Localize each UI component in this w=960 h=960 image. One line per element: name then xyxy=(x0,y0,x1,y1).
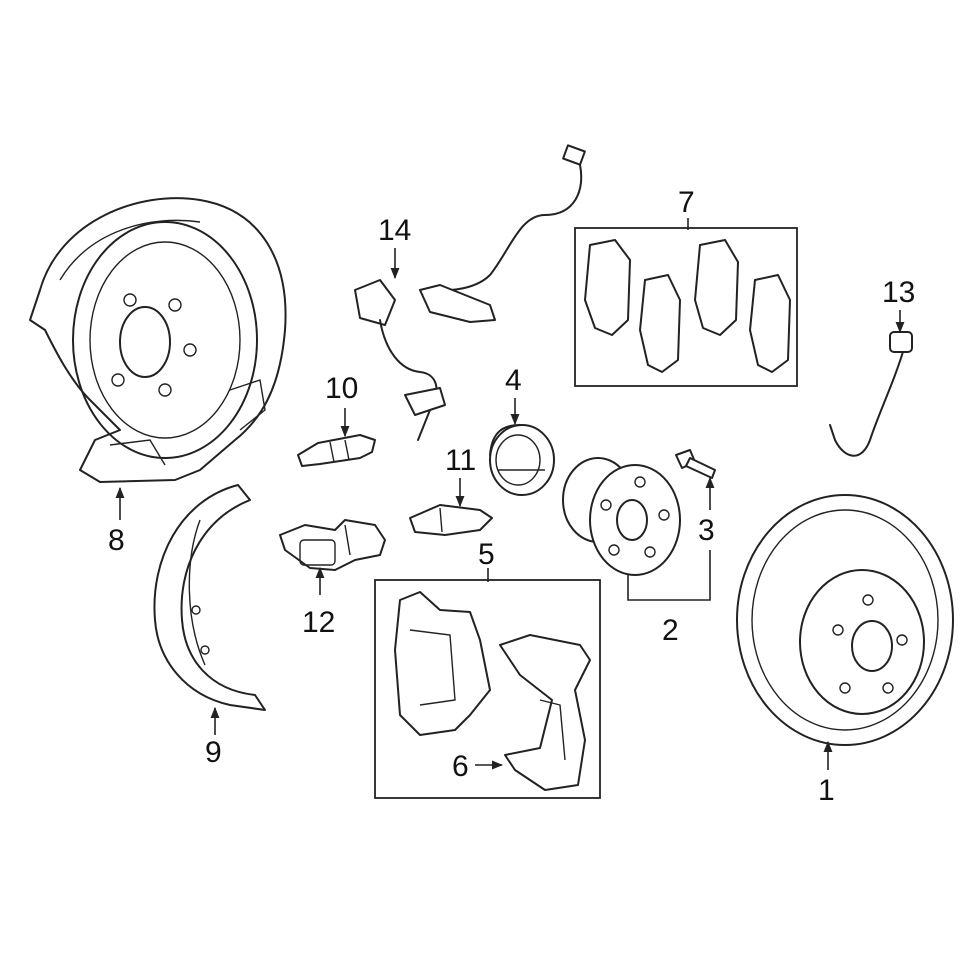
callout-13: 13 xyxy=(882,276,915,309)
hub-bolt-part xyxy=(675,449,716,479)
callout-2: 2 xyxy=(662,614,679,647)
dust-shield-part xyxy=(29,197,287,483)
callout-5: 5 xyxy=(478,538,495,571)
callout-4: 4 xyxy=(505,364,522,397)
callout-10: 10 xyxy=(325,372,358,405)
callout-6: 6 xyxy=(452,750,469,783)
guide-pin-part xyxy=(297,434,376,467)
brake-rotor-part xyxy=(736,494,954,746)
wheel-hub-part xyxy=(562,457,681,576)
callout-3: 3 xyxy=(698,514,715,547)
brake-pad-kit-box xyxy=(574,227,798,387)
callout-1: 1 xyxy=(818,774,835,807)
callout-11: 11 xyxy=(445,444,476,477)
bleeder-valve-part xyxy=(279,519,386,571)
brake-pads-part xyxy=(584,239,791,373)
callout-12: 12 xyxy=(302,606,335,639)
wheel-bearing-part xyxy=(489,424,555,496)
callout-9: 9 xyxy=(205,736,222,769)
callout-7: 7 xyxy=(678,186,695,219)
callout-8: 8 xyxy=(108,524,125,557)
caliper-part xyxy=(394,591,491,736)
sensor-clip-part xyxy=(409,504,493,536)
parking-brake-shoe-part xyxy=(153,484,266,711)
callout-14: 14 xyxy=(378,214,411,247)
pad-wear-sensor-part xyxy=(829,331,913,457)
caliper-bracket-part xyxy=(499,634,591,791)
abs-sensor-wire-part xyxy=(354,144,586,441)
